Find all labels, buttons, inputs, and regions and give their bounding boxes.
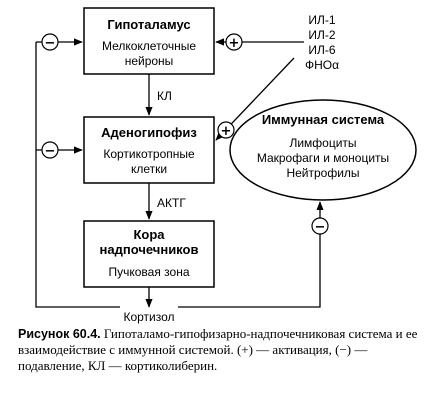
minus-sign-pituitary: − — [41, 141, 59, 159]
minus-label-1: − — [45, 36, 56, 51]
adrenal-line1: Пучковая зона — [108, 265, 189, 279]
cytokine-tnf: ФНОα — [305, 58, 339, 72]
immune-line2: Макрофаги и моноциты — [257, 151, 389, 165]
hypothalamus-line1: Мелкоклеточные — [102, 39, 196, 53]
hypothalamus-line2: нейроны — [125, 54, 174, 68]
plus-sign-hypothalamus: + — [225, 33, 243, 51]
plus-label-1: + — [229, 36, 240, 51]
immune-line1: Лимфоциты — [289, 136, 356, 150]
cytokine-il6: ИЛ-6 — [308, 43, 335, 57]
hypothalamus-title: Гипоталамус — [107, 17, 190, 32]
plus-sign-pituitary: + — [217, 121, 235, 139]
immune-title: Иммунная система — [262, 112, 385, 127]
figure-caption: Рисунок 60.4. Гипоталамо-гипофизарно-над… — [18, 326, 428, 374]
actg-label: АКТГ — [157, 196, 186, 210]
minus-label-2: − — [45, 144, 56, 159]
immune-system-ellipse: Иммунная система Лимфоциты Макрофаги и м… — [229, 99, 417, 201]
pituitary-line1: Кортикотропные — [103, 147, 195, 161]
kl-label: КЛ — [157, 89, 172, 103]
cortisol-feedback-line — [35, 42, 120, 308]
cytokine-il2: ИЛ-2 — [308, 28, 335, 42]
pituitary-title: Аденогипофиз — [101, 125, 197, 140]
cortisol-label: Кортизол — [123, 310, 174, 324]
immune-line3: Нейтрофилы — [286, 166, 359, 180]
caption-text: Гипоталамо-гипофизарно-надпочечниковая с… — [18, 326, 418, 373]
pituitary-line2: клетки — [131, 162, 167, 176]
hypothalamus-box: Гипоталамус Мелкоклеточные нейроны — [83, 7, 215, 75]
cortisol-to-immune-line — [178, 201, 324, 308]
hpa-axis-diagram: Гипоталамус Мелкоклеточные нейроны Адено… — [35, 7, 417, 324]
pituitary-box: Аденогипофиз Кортикотропные клетки — [83, 116, 215, 184]
caption-title: Рисунок 60.4. — [18, 327, 101, 341]
minus-sign-hypothalamus: − — [41, 33, 59, 51]
minus-label-3: − — [315, 220, 326, 235]
adrenal-title1: Кора — [133, 227, 165, 242]
adrenal-box: Кора надпочечников Пучковая зона — [83, 220, 215, 288]
adrenal-title2: надпочечников — [100, 242, 199, 257]
minus-sign-immune: − — [311, 217, 329, 235]
cytokine-il1: ИЛ-1 — [308, 13, 335, 27]
plus-label-2: + — [221, 124, 232, 139]
